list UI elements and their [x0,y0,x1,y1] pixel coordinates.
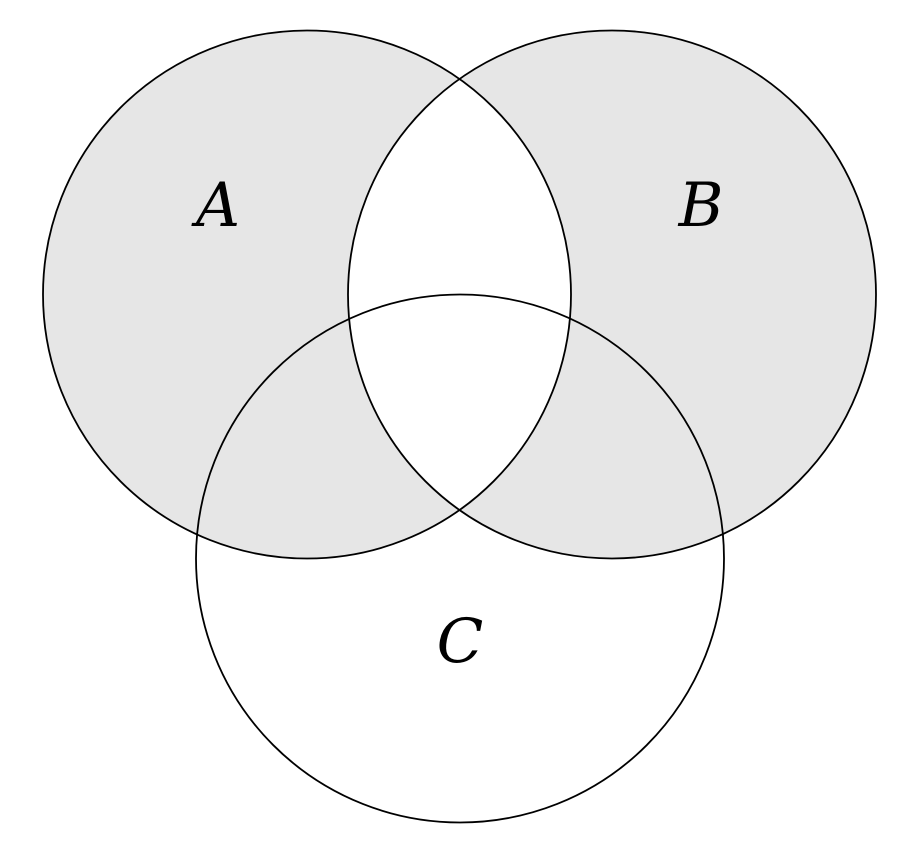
shaded-region-a-xor-b [43,30,877,559]
set-label-a: A [191,170,240,241]
set-label-c: C [437,606,484,677]
circle-b-outline [347,29,877,560]
circle-c-outline [195,293,725,824]
set-label-b: B [678,170,724,241]
circle-a-outline [42,29,572,560]
